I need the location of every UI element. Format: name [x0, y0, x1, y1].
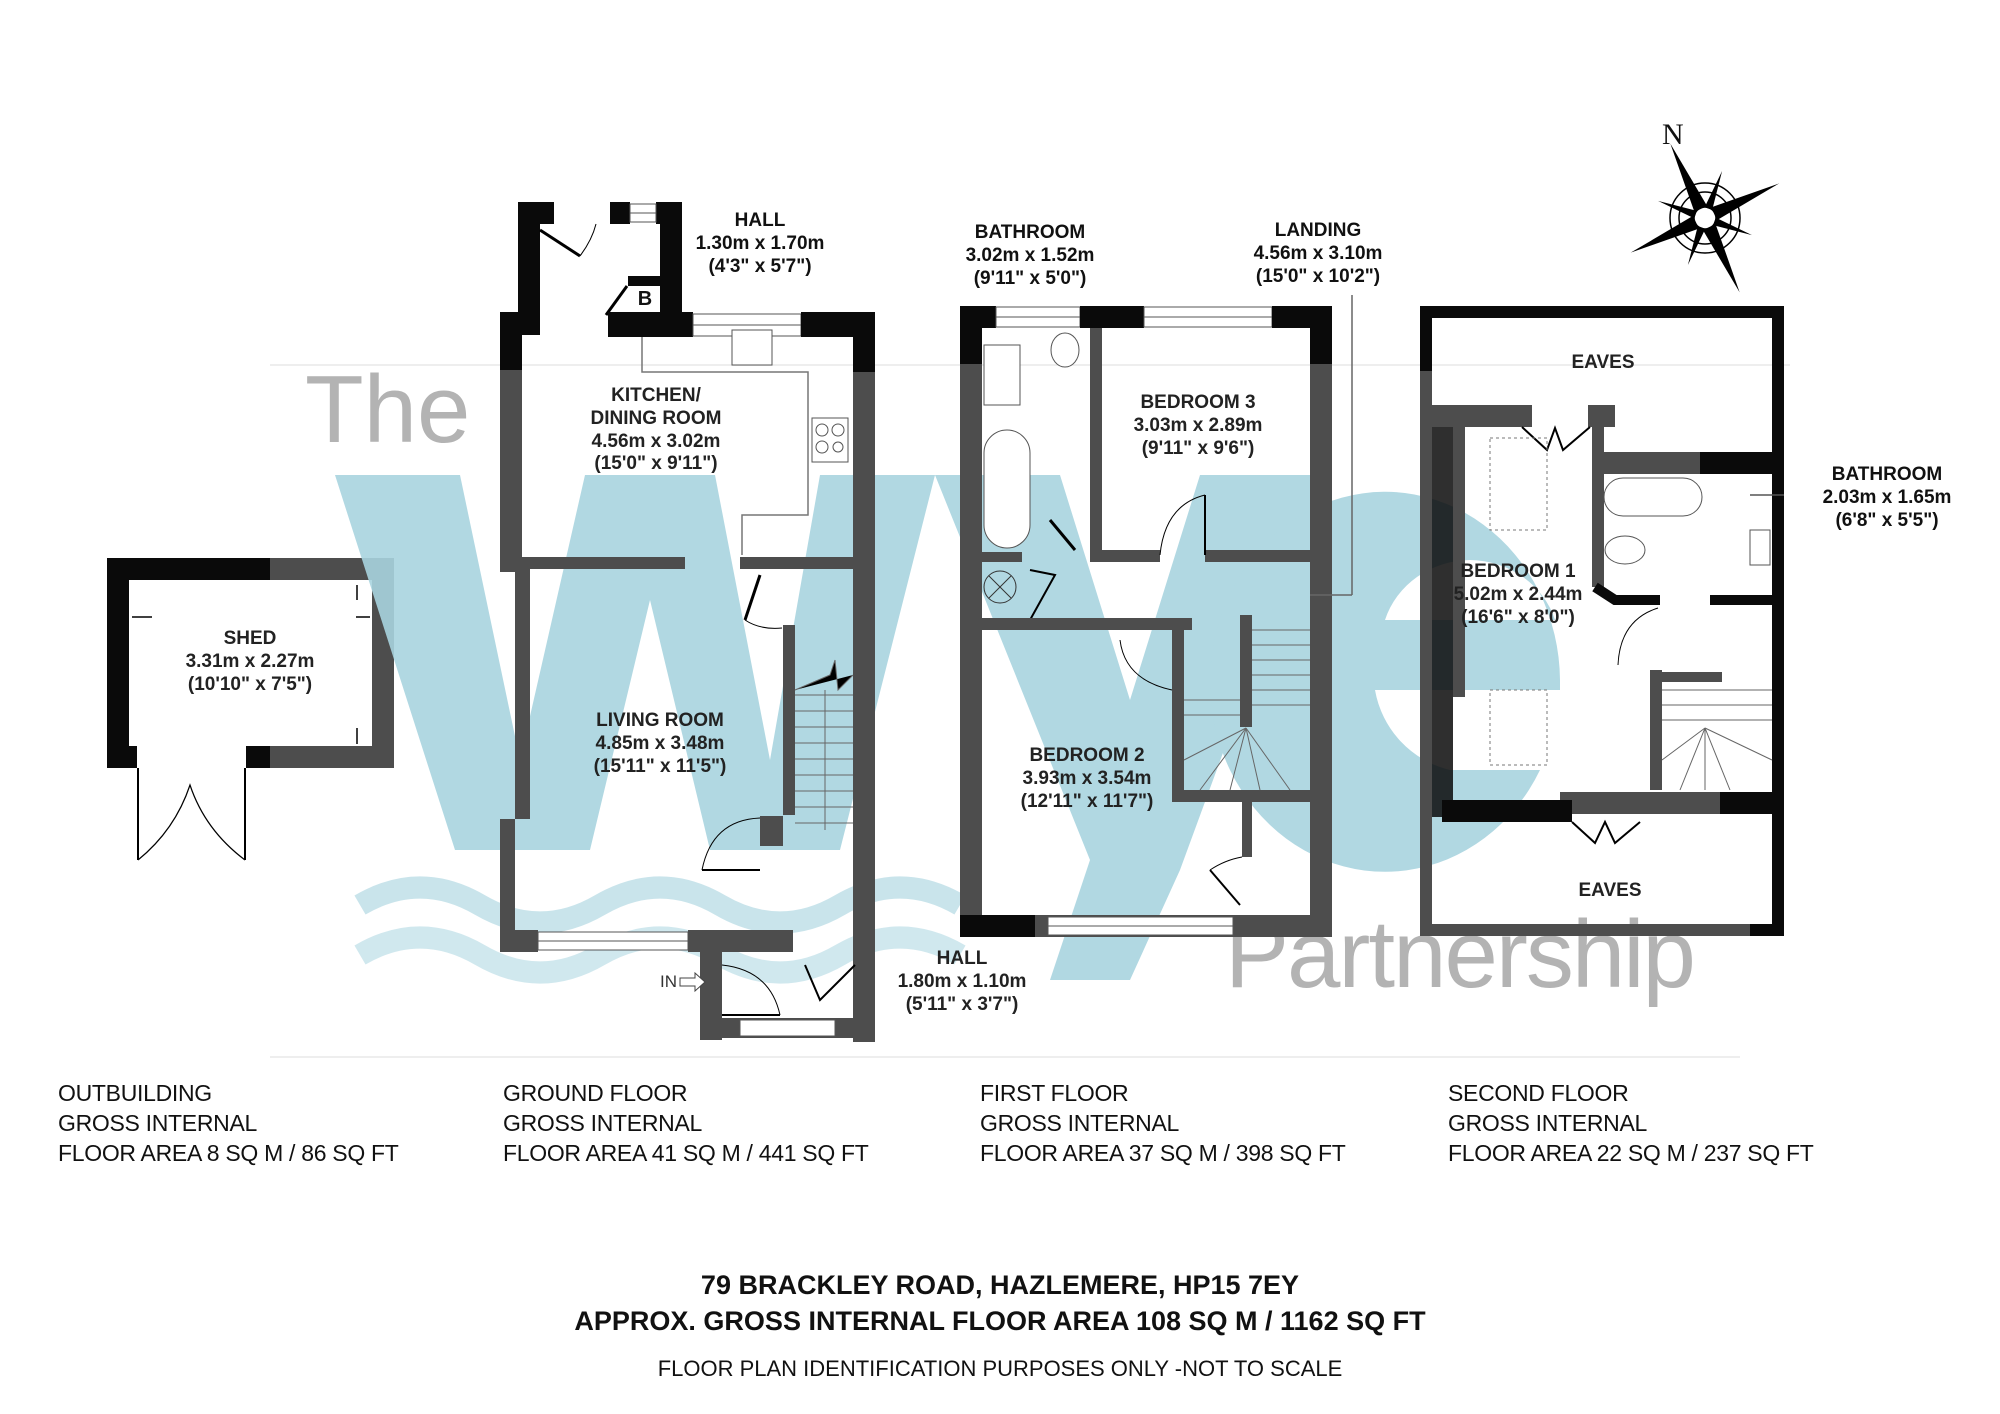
room-name: LIVING ROOM	[596, 710, 724, 731]
room-name-line1: KITCHEN/	[611, 385, 701, 406]
floor-subtitle: GROSS INTERNAL	[503, 1110, 703, 1136]
room-imperial: (9'11" x 9'6")	[1141, 437, 1255, 459]
room-label-landing: LANDING 4.56m x 3.10m (15'0" x 10'2")	[1254, 220, 1383, 288]
floor-summary-first: FIRST FLOOR GROSS INTERNAL FLOOR AREA 37…	[980, 1078, 1346, 1168]
room-label-bedroom1: BEDROOM 1 5.02m x 2.44m (16'6" x 8'0")	[1454, 561, 1583, 629]
floor-area: FLOOR AREA 8 SQ M / 86 SQ FT	[58, 1140, 399, 1166]
room-metric: 3.03m x 2.89m	[1133, 414, 1263, 436]
room-label-bathroom-second: BATHROOM 2.03m x 1.65m (6'8" x 5'5")	[1823, 464, 1952, 532]
first-floor-plan	[960, 295, 1353, 937]
room-name: B	[637, 288, 653, 310]
floor-title: FIRST FLOOR	[980, 1080, 1129, 1106]
room-metric: 1.30m x 1.70m	[695, 232, 825, 254]
room-metric: 5.02m x 2.44m	[1453, 583, 1583, 605]
room-label-living-room: LIVING ROOM 4.85m x 3.48m (15'11" x 11'5…	[594, 710, 727, 778]
room-metric: 1.80m x 1.10m	[897, 970, 1027, 992]
room-label-bedroom3: BEDROOM 3 3.03m x 2.89m (9'11" x 9'6")	[1134, 392, 1263, 460]
total-floor-area: APPROX. GROSS INTERNAL FLOOR AREA 108 SQ…	[574, 1306, 1426, 1336]
room-name: BEDROOM 1	[1460, 561, 1576, 582]
room-name: HALL	[734, 210, 786, 231]
room-label-eaves-bottom: EAVES	[1578, 880, 1641, 903]
room-name: BATHROOM	[974, 222, 1086, 243]
floor-summary-outbuilding: OUTBUILDING GROSS INTERNAL FLOOR AREA 8 …	[58, 1078, 399, 1168]
floor-area: FLOOR AREA 22 SQ M / 237 SQ FT	[1448, 1140, 1814, 1166]
floor-title: SECOND FLOOR	[1448, 1080, 1629, 1106]
room-name: EAVES	[1571, 352, 1635, 373]
floor-area: FLOOR AREA 41 SQ M / 441 SQ FT	[503, 1140, 869, 1166]
floor-summary-ground: GROUND FLOOR GROSS INTERNAL FLOOR AREA 4…	[503, 1078, 869, 1168]
room-label-bedroom2: BEDROOM 2 3.93m x 3.54m (12'11" x 11'7")	[1021, 745, 1154, 813]
room-label-boiler: B	[638, 287, 652, 311]
room-name: EAVES	[1578, 880, 1642, 901]
floor-title: GROUND FLOOR	[503, 1080, 688, 1106]
room-imperial: (15'0" x 9'11")	[594, 453, 718, 475]
room-imperial: (6'8" x 5'5")	[1835, 509, 1939, 531]
room-label-eaves-top: EAVES	[1571, 352, 1634, 375]
room-label-hall-upper: HALL 1.30m x 1.70m (4'3" x 5'7")	[696, 210, 825, 278]
room-name: LANDING	[1274, 220, 1362, 241]
room-name: BATHROOM	[1831, 464, 1943, 485]
room-imperial: (12'11" x 11'7")	[1020, 790, 1154, 812]
room-name: SHED	[223, 628, 277, 649]
floor-summary-second: SECOND FLOOR GROSS INTERNAL FLOOR AREA 2…	[1448, 1078, 1814, 1168]
room-label-kitchen: KITCHEN/ DINING ROOM 4.56m x 3.02m (15'0…	[591, 385, 722, 476]
floor-subtitle: GROSS INTERNAL	[58, 1110, 258, 1136]
floor-area: FLOOR AREA 37 SQ M / 398 SQ FT	[980, 1140, 1346, 1166]
ground-floor-plan	[500, 202, 875, 1042]
room-metric: 4.85m x 3.48m	[595, 732, 725, 754]
property-address: 79 BRACKLEY ROAD, HAZLEMERE, HP15 7EY	[700, 1270, 1300, 1300]
room-name: BEDROOM 3	[1140, 392, 1256, 413]
room-label-shed: SHED 3.31m x 2.27m (10'10" x 7'5")	[186, 628, 315, 696]
second-floor-plan	[1420, 306, 1784, 936]
room-metric: 3.02m x 1.52m	[965, 244, 1095, 266]
room-metric: 4.56m x 3.02m	[591, 430, 721, 452]
room-imperial: (16'6" x 8'0")	[1461, 606, 1575, 628]
room-label-bathroom-first: BATHROOM 3.02m x 1.52m (9'11" x 5'0")	[966, 222, 1095, 290]
room-name: HALL	[936, 948, 988, 969]
room-metric: 3.93m x 3.54m	[1022, 767, 1152, 789]
room-imperial: (15'11" x 11'5")	[593, 755, 727, 777]
room-imperial: (4'3" x 5'7")	[708, 255, 812, 277]
room-label-hall-lower: HALL 1.80m x 1.10m (5'11" x 3'7")	[898, 948, 1027, 1016]
room-imperial: (10'10" x 7'5")	[187, 673, 313, 695]
room-imperial: (9'11" x 5'0")	[973, 267, 1087, 289]
room-name: BEDROOM 2	[1029, 745, 1145, 766]
room-imperial: (5'11" x 3'7")	[905, 993, 1019, 1015]
room-metric: 2.03m x 1.65m	[1822, 486, 1952, 508]
disclaimer: FLOOR PLAN IDENTIFICATION PURPOSES ONLY …	[657, 1356, 1343, 1381]
compass-north-label: N	[1662, 118, 1684, 151]
room-imperial: (15'0" x 10'2")	[1255, 265, 1381, 287]
entrance-label: IN	[660, 972, 677, 991]
watermark-the: The	[305, 356, 471, 463]
floor-title: OUTBUILDING	[58, 1080, 212, 1106]
compass-rose-icon	[1630, 143, 1780, 293]
room-metric: 3.31m x 2.27m	[185, 650, 315, 672]
floor-subtitle: GROSS INTERNAL	[1448, 1110, 1648, 1136]
room-metric: 4.56m x 3.10m	[1253, 242, 1383, 264]
floor-subtitle: GROSS INTERNAL	[980, 1110, 1180, 1136]
room-name-line2: DINING ROOM	[590, 407, 722, 429]
